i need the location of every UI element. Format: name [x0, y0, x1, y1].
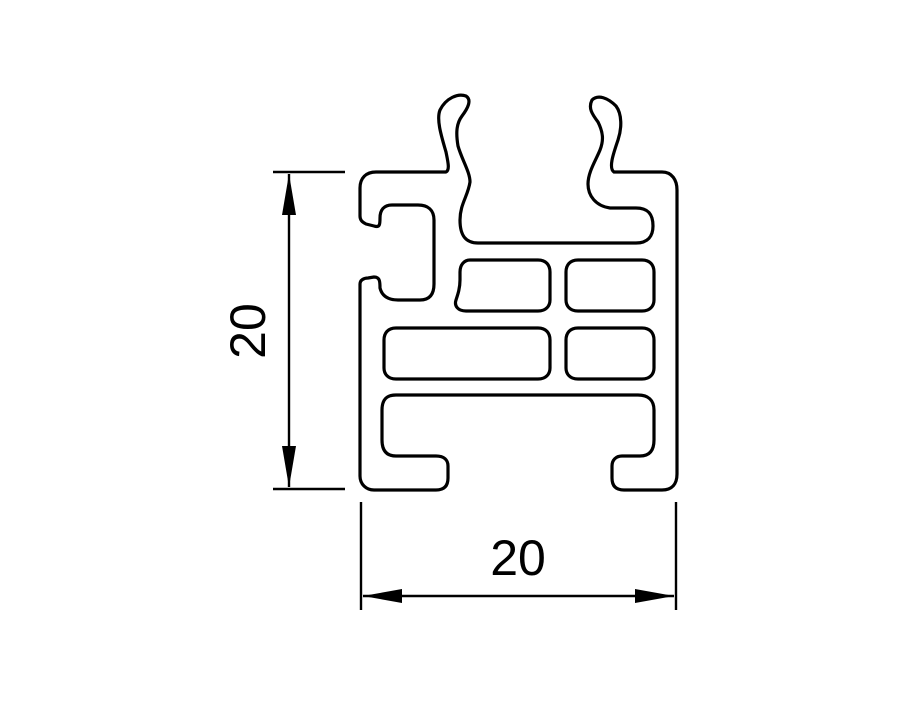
arrow-down-icon	[282, 446, 296, 487]
arrow-right-icon	[635, 589, 674, 603]
hollow-middle-right	[564, 326, 656, 381]
profile-outer-contour	[358, 93, 679, 492]
arrow-left-icon	[363, 589, 402, 603]
height-dimension-label: 20	[220, 303, 276, 359]
horizontal-dimension: 20	[359, 502, 678, 610]
vertical-dimension: 20	[220, 170, 345, 491]
hollow-top-left	[453, 258, 552, 313]
width-dimension-label: 20	[490, 530, 546, 586]
arrow-up-icon	[282, 174, 296, 215]
hollow-middle-left	[382, 326, 552, 381]
hollow-top-right	[564, 258, 656, 313]
